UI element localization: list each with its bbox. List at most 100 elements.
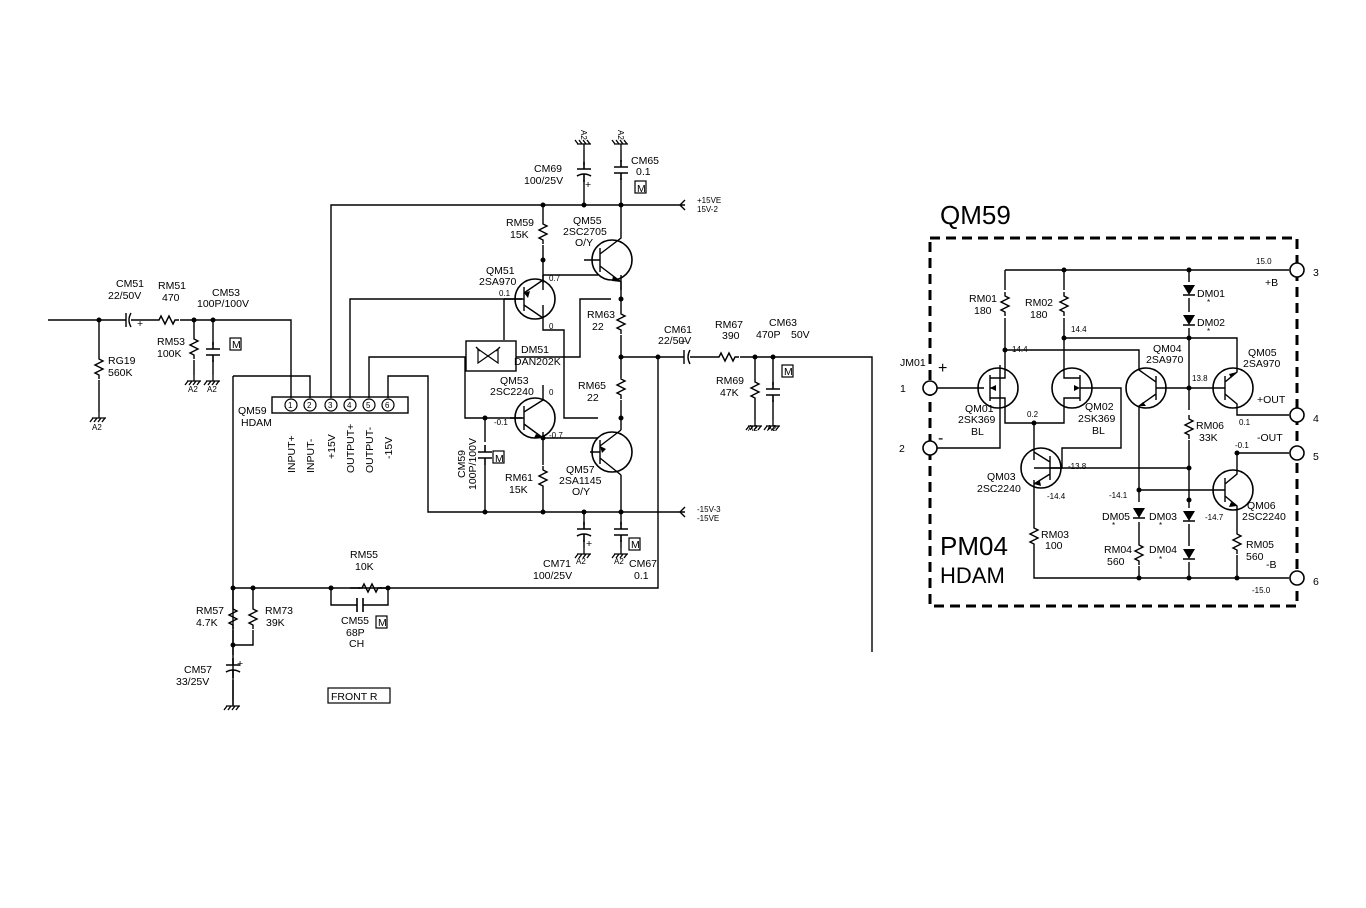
svg-text:47K: 47K	[720, 387, 739, 399]
svg-text:-B: -B	[1266, 559, 1277, 571]
svg-text:A2: A2	[576, 557, 586, 566]
qm55-transistor	[584, 232, 633, 290]
svg-text:M: M	[232, 339, 241, 351]
svg-text:180: 180	[1030, 309, 1048, 321]
svg-text:RM06: RM06	[1196, 420, 1224, 432]
svg-text:CM67: CM67	[629, 558, 657, 570]
svg-text:15K: 15K	[509, 484, 528, 496]
svg-text:+: +	[585, 179, 591, 191]
svg-text:33K: 33K	[1199, 432, 1218, 444]
svg-text:CM65: CM65	[631, 155, 659, 167]
svg-text:CH: CH	[349, 638, 364, 650]
svg-text:QM01: QM01	[965, 403, 994, 415]
svg-text:2SC2705: 2SC2705	[563, 226, 607, 238]
svg-text:560: 560	[1107, 556, 1125, 568]
svg-text:4.7K: 4.7K	[196, 617, 218, 629]
svg-text:RM61: RM61	[505, 472, 533, 484]
svg-text:*: *	[1159, 521, 1162, 530]
svg-text:INPUT-: INPUT-	[305, 438, 317, 473]
svg-text:2SK369: 2SK369	[958, 414, 996, 426]
svg-text:M: M	[637, 183, 646, 195]
dm51-diode-pair	[465, 340, 517, 372]
svg-text:A2: A2	[207, 385, 217, 394]
svg-text:QM03: QM03	[987, 471, 1016, 483]
rm53-value: 100K	[157, 348, 182, 360]
svg-text:QM53: QM53	[500, 375, 529, 387]
svg-text:1: 1	[288, 401, 293, 410]
svg-text:CM63: CM63	[769, 317, 797, 329]
rm51-resistor	[154, 315, 180, 325]
svg-text:RM67: RM67	[715, 319, 743, 331]
svg-text:JM01: JM01	[900, 357, 926, 369]
left-junction-dots	[96, 202, 776, 648]
svg-text:+: +	[586, 538, 592, 550]
svg-text:RM69: RM69	[716, 375, 744, 387]
svg-text:22: 22	[587, 392, 599, 404]
svg-text:2SC2240: 2SC2240	[1242, 511, 1286, 523]
svg-text:+B: +B	[1265, 277, 1278, 289]
svg-text:A2: A2	[767, 424, 777, 433]
svg-text:RM04: RM04	[1104, 544, 1132, 556]
svg-text:BL: BL	[971, 426, 984, 438]
svg-text:-15V-3: -15V-3	[697, 505, 721, 514]
rm51-ref: RM51	[158, 280, 186, 292]
cm51-value: 22/50V	[108, 290, 141, 302]
svg-text:-0.7: -0.7	[549, 431, 563, 440]
svg-text:RM02: RM02	[1025, 297, 1053, 309]
qm02-fet	[1051, 367, 1093, 409]
qm53-transistor	[510, 397, 556, 439]
svg-text:M: M	[784, 366, 793, 378]
svg-text:RM01: RM01	[969, 293, 997, 305]
svg-text:CM69: CM69	[534, 163, 562, 175]
svg-text:+OUT: +OUT	[1257, 394, 1286, 406]
svg-text:DM02: DM02	[1197, 317, 1225, 329]
qm51-transistor	[504, 278, 556, 320]
svg-text:OUTPUT-: OUTPUT-	[364, 426, 376, 473]
qm59-internal-schematic	[922, 236, 1305, 608]
module-ref: QM59	[238, 405, 267, 417]
svg-text:RM65: RM65	[578, 380, 606, 392]
svg-text:5: 5	[366, 401, 371, 410]
rm51-value: 470	[162, 292, 180, 304]
svg-text:CM55: CM55	[341, 615, 369, 627]
svg-text:6: 6	[1313, 576, 1319, 588]
svg-text:DAN202K: DAN202K	[514, 356, 561, 368]
qm57-transistor	[590, 429, 633, 476]
svg-text:-14.4: -14.4	[1047, 492, 1066, 501]
svg-text:4: 4	[1313, 413, 1319, 425]
svg-text:33/25V: 33/25V	[176, 676, 209, 688]
svg-text:39K: 39K	[266, 617, 285, 629]
cm53-ref: CM53	[212, 287, 240, 299]
svg-text:RM05: RM05	[1246, 539, 1274, 551]
svg-text:*: *	[1159, 555, 1162, 564]
svg-text:0.2: 0.2	[1027, 410, 1039, 419]
svg-text:0: 0	[549, 322, 554, 331]
svg-text:DM51: DM51	[521, 344, 549, 356]
svg-text:2SC2240: 2SC2240	[490, 386, 534, 398]
svg-text:470P: 470P	[756, 329, 781, 341]
svg-text:50V: 50V	[791, 329, 810, 341]
svg-text:BL: BL	[1092, 425, 1105, 437]
svg-text:-: -	[938, 430, 943, 447]
svg-text:-15.0: -15.0	[1252, 586, 1271, 595]
svg-text:0.1: 0.1	[1239, 418, 1251, 427]
svg-text:0.7: 0.7	[549, 274, 561, 283]
svg-text:RM59: RM59	[506, 217, 534, 229]
svg-text:15K: 15K	[510, 229, 529, 241]
svg-text:QM55: QM55	[573, 215, 602, 227]
svg-text:QM06: QM06	[1247, 500, 1276, 512]
svg-text:-15V: -15V	[383, 437, 395, 459]
svg-text:-OUT: -OUT	[1257, 432, 1283, 444]
svg-text:2: 2	[307, 401, 312, 410]
svg-text:13.8: 13.8	[1192, 374, 1208, 383]
qm06-transistor	[1212, 468, 1254, 511]
svg-text:22: 22	[592, 321, 604, 333]
svg-text:DM03: DM03	[1149, 511, 1177, 523]
svg-text:RM03: RM03	[1041, 529, 1069, 541]
svg-text:DM04: DM04	[1149, 544, 1177, 556]
svg-text:A2: A2	[579, 130, 588, 140]
left-circuit-wires	[48, 150, 873, 705]
svg-text:*: *	[1112, 521, 1115, 530]
svg-text:CM59: CM59	[456, 450, 468, 478]
svg-text:-0.1: -0.1	[1235, 441, 1249, 450]
